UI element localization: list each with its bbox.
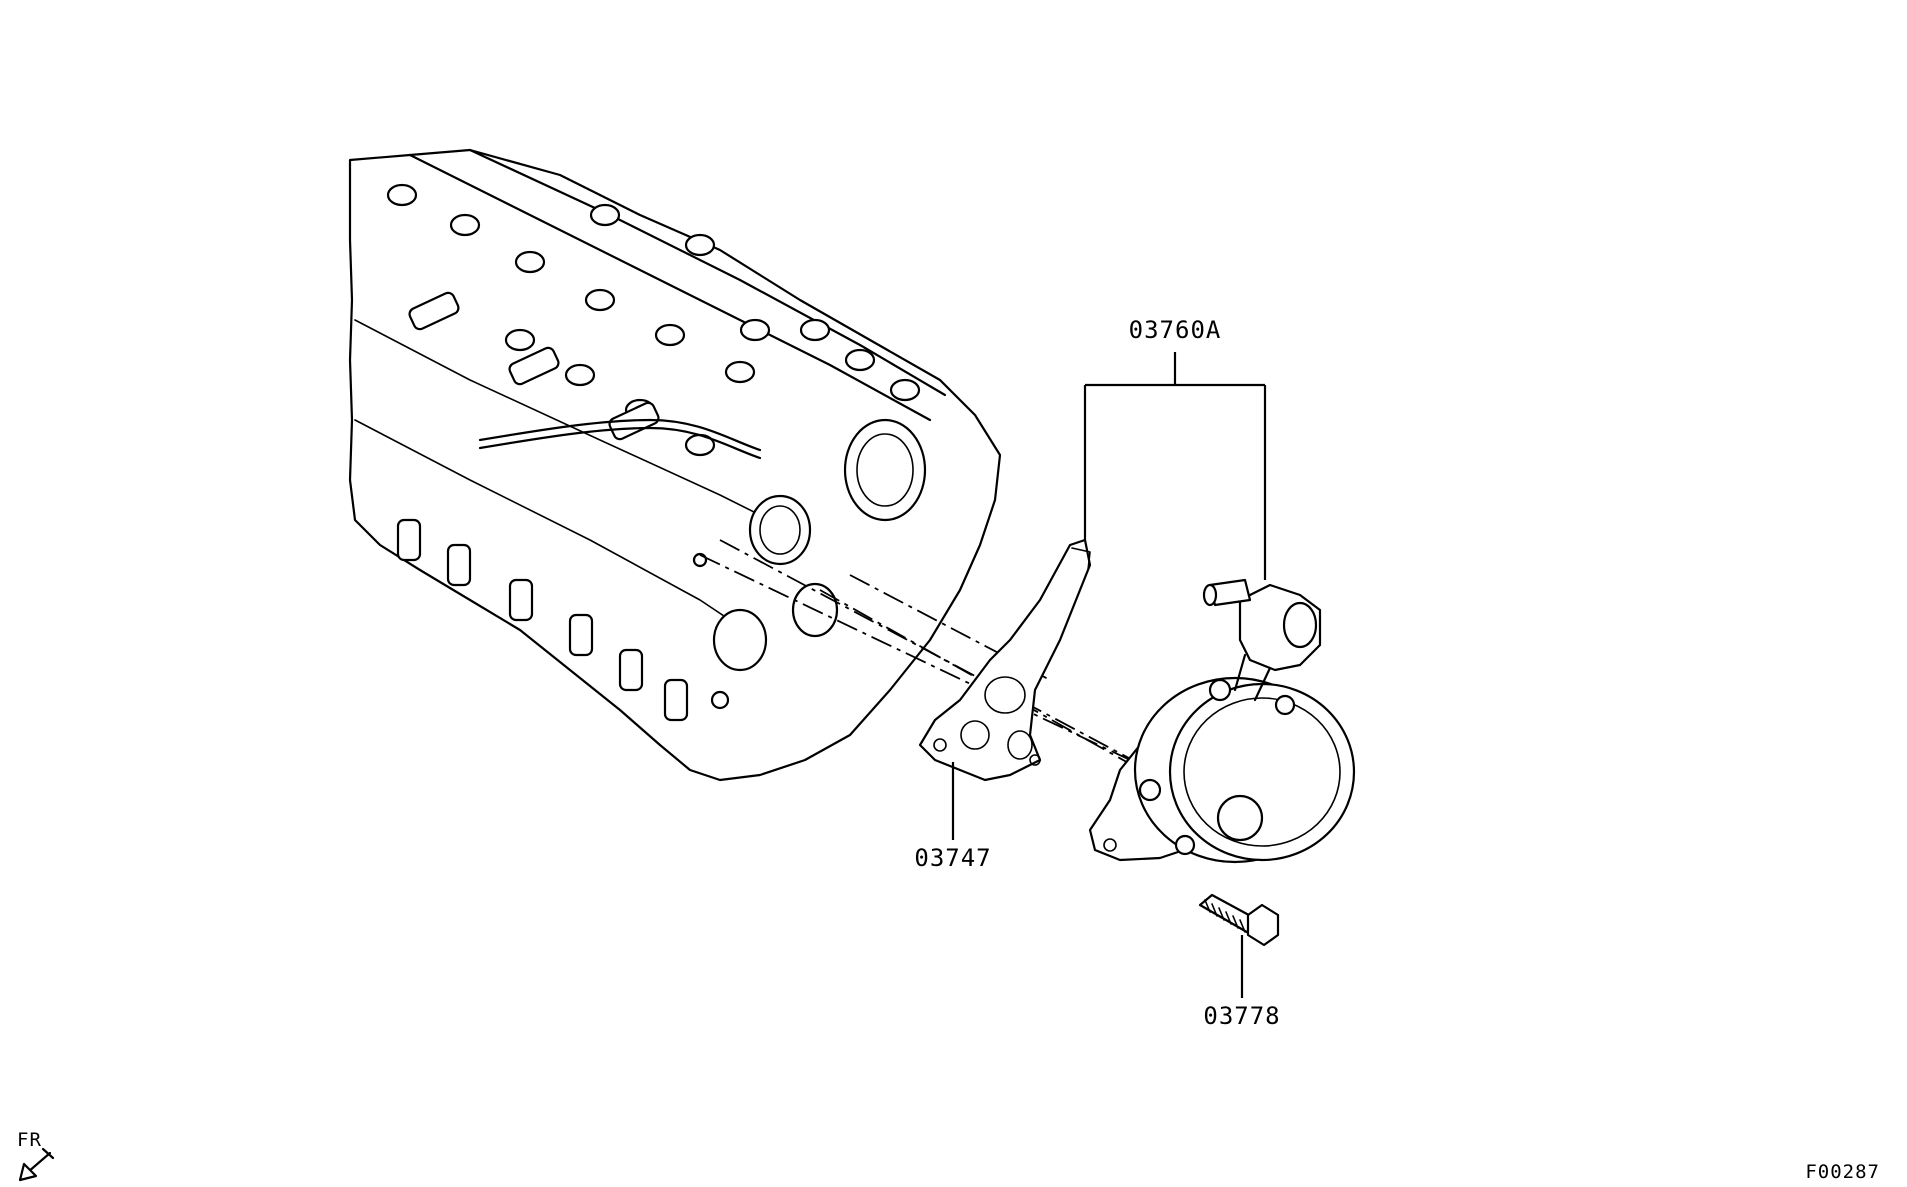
side-ports (396, 518, 689, 722)
label-front: FR (17, 1129, 42, 1151)
arrow-down-left-icon (18, 1147, 55, 1182)
end-ports (692, 418, 927, 710)
cylinder-head-illustration (348, 148, 1002, 782)
gasket-part (918, 538, 1092, 782)
figure-code: F00287 (1805, 1161, 1880, 1183)
bearing-caps (386, 183, 921, 457)
vacuum-pump-part (1088, 578, 1356, 864)
label-vacuum-pump: 03760A (1129, 316, 1222, 344)
label-gasket: 03747 (914, 844, 991, 872)
bolt-part (1198, 893, 1280, 947)
leader-lines (951, 352, 1267, 998)
label-bolt: 03778 (1203, 1002, 1280, 1030)
front-direction-marker: FR (17, 1129, 55, 1182)
